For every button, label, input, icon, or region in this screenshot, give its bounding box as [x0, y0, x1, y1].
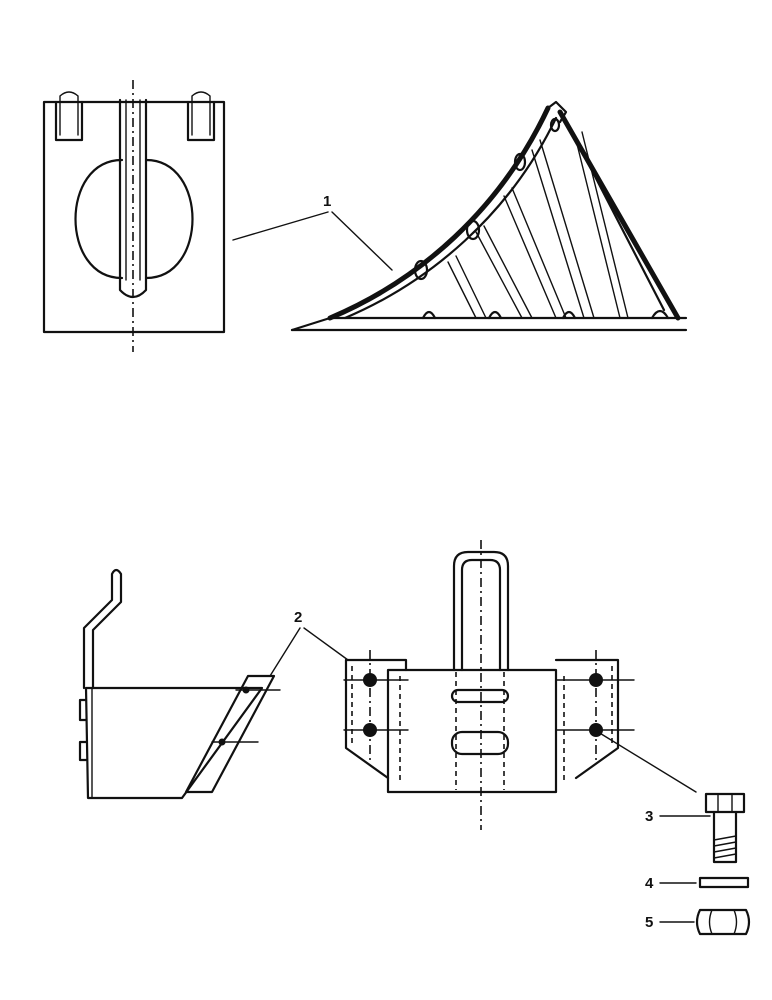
bolt-part [704, 792, 746, 864]
washer-part [698, 876, 750, 889]
callout-1-label: 1 [323, 193, 331, 210]
chock-side-view [290, 100, 688, 332]
nut-part [695, 908, 751, 936]
callout-5: 5 [645, 914, 695, 931]
callout-3: 3 [645, 808, 711, 825]
callout-3-label: 3 [645, 808, 653, 825]
callout-1: 1 [232, 193, 393, 271]
callout-4-label: 4 [645, 875, 654, 892]
chock-front-view [42, 80, 226, 352]
bolt-leader-line [597, 731, 697, 793]
callout-2: 2 [269, 609, 349, 677]
bracket-side-view [78, 568, 281, 800]
callout-2-label: 2 [294, 609, 302, 626]
callout-5-label: 5 [645, 914, 653, 931]
callout-4: 4 [645, 875, 697, 892]
bracket-front-view [343, 540, 635, 830]
